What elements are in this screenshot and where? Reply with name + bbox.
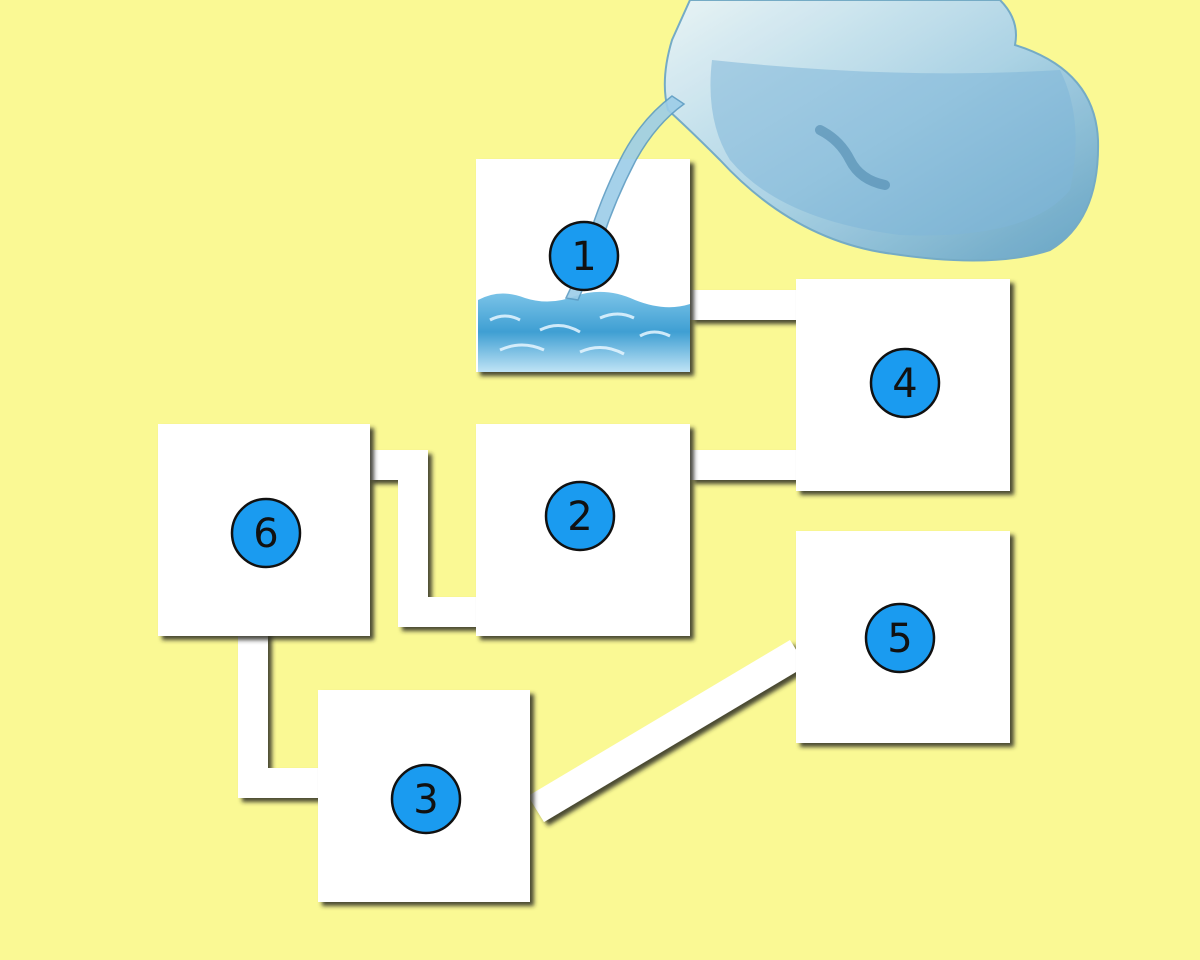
badge-label: 3 [413,777,438,823]
badge-label: 6 [253,511,278,557]
pipes [238,290,806,822]
number-badges: 1 4 2 6 5 3 [230,220,941,835]
pipe-2-to-6 [368,450,480,627]
badge-label: 1 [571,234,596,280]
badge-3: 3 [390,763,462,835]
badge-4: 4 [869,347,941,419]
badge-1: 1 [548,220,620,292]
badge-label: 2 [567,494,592,540]
pipe-6-to-3 [238,630,322,798]
badge-2: 2 [544,480,616,552]
badge-label: 4 [892,361,917,407]
badge-label: 5 [887,616,912,662]
water-pitcher-icon [564,0,1100,301]
pipe-4-to-2 [690,450,800,480]
badge-5: 5 [864,602,936,674]
water-in-container-1 [478,291,690,372]
badge-6: 6 [230,497,302,569]
pipe-1-to-4 [690,290,800,320]
pipe-3-to-5 [528,640,806,822]
